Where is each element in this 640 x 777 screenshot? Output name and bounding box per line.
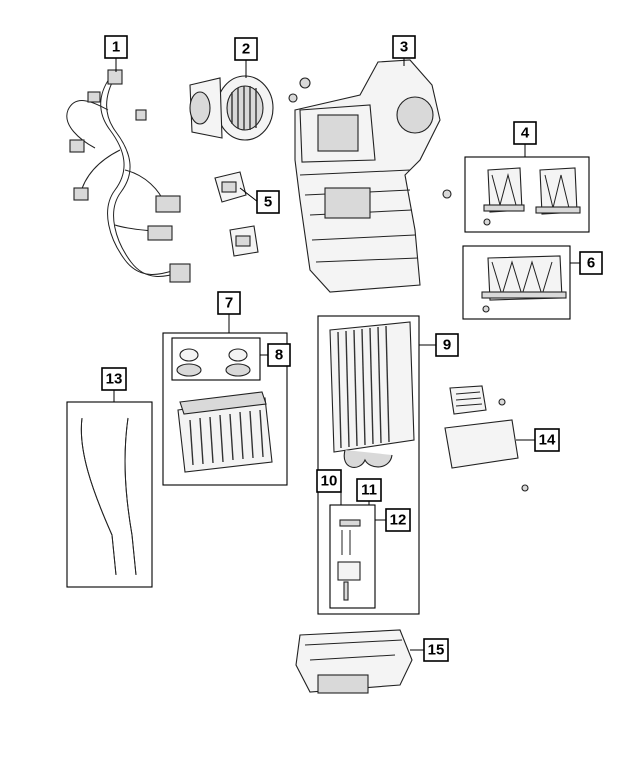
callout-3-label: 3 bbox=[400, 39, 408, 56]
doors-frame bbox=[464, 156, 590, 233]
callout-15: 15 bbox=[423, 638, 449, 662]
lower-housing bbox=[295, 629, 413, 694]
hoses-frame bbox=[66, 401, 153, 588]
callout-9: 9 bbox=[435, 333, 459, 357]
callout-6: 6 bbox=[579, 251, 603, 275]
callout-3: 3 bbox=[392, 35, 416, 59]
callout-4: 4 bbox=[513, 121, 537, 145]
leader-lines bbox=[113, 58, 580, 651]
hvac-housing bbox=[288, 59, 452, 293]
control-module bbox=[444, 385, 529, 492]
heater-core bbox=[177, 391, 273, 473]
callout-12: 12 bbox=[385, 508, 411, 532]
callout-5: 5 bbox=[256, 190, 280, 214]
seals-frame bbox=[171, 337, 261, 381]
callout-7-label: 7 bbox=[225, 295, 233, 312]
callout-14: 14 bbox=[534, 428, 560, 452]
callout-9-label: 9 bbox=[443, 337, 451, 354]
callout-2-label: 2 bbox=[242, 41, 250, 58]
expansion-kit bbox=[337, 519, 361, 601]
callout-12-label: 12 bbox=[390, 512, 407, 529]
callout-10-label: 10 bbox=[321, 473, 338, 490]
heater-hoses bbox=[80, 417, 137, 576]
callout-14-label: 14 bbox=[539, 432, 556, 449]
seals bbox=[176, 348, 251, 377]
callout-7: 7 bbox=[217, 291, 241, 315]
door-frame bbox=[462, 245, 571, 320]
expansion-kit-frame bbox=[329, 504, 376, 609]
callout-1-label: 1 bbox=[112, 39, 120, 56]
callout-10: 10 bbox=[316, 469, 342, 493]
callout-6-label: 6 bbox=[587, 255, 595, 272]
callout-15-label: 15 bbox=[428, 642, 445, 659]
callout-13: 13 bbox=[101, 367, 127, 391]
evaporator-frame bbox=[317, 315, 420, 615]
callout-8-label: 8 bbox=[275, 347, 283, 364]
actuators bbox=[214, 171, 259, 257]
wiring-harness bbox=[66, 69, 191, 283]
mode-doors bbox=[483, 167, 581, 226]
callout-8: 8 bbox=[267, 343, 291, 367]
callout-11-label: 11 bbox=[361, 482, 377, 499]
callout-4-label: 4 bbox=[521, 125, 530, 142]
callout-1: 1 bbox=[104, 35, 128, 59]
callout-5-label: 5 bbox=[264, 194, 272, 211]
evaporator bbox=[329, 321, 415, 468]
callout-11: 11 bbox=[356, 478, 382, 502]
blower-motor bbox=[189, 75, 274, 141]
callout-13-label: 13 bbox=[106, 371, 123, 388]
heater-core-frame bbox=[162, 332, 288, 486]
callout-2: 2 bbox=[234, 37, 258, 61]
blend-door bbox=[481, 255, 567, 313]
